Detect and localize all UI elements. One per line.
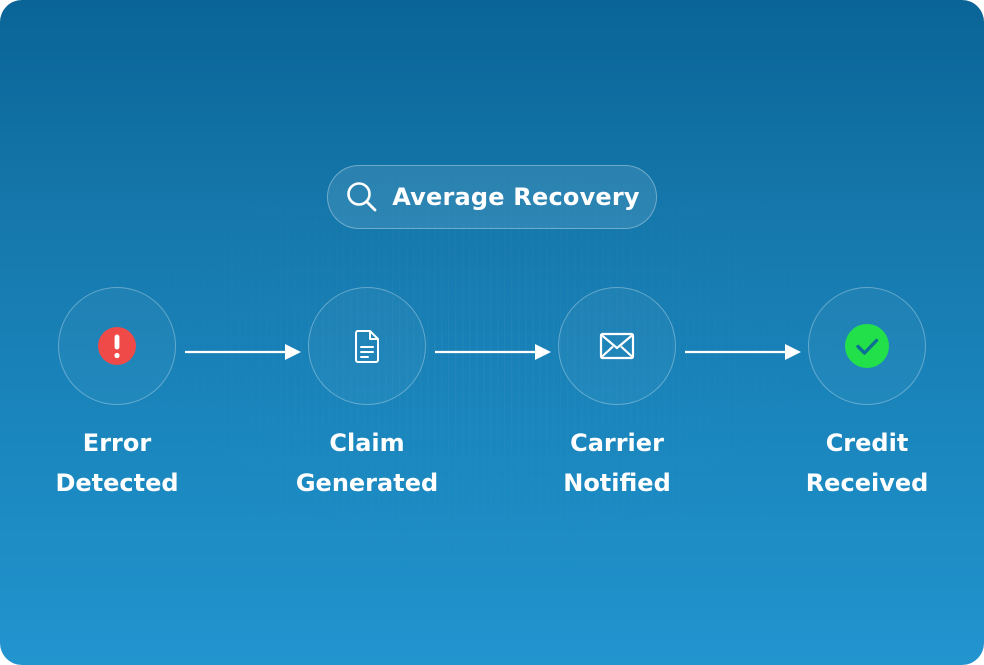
average-recovery-label: Average Recovery xyxy=(392,183,640,211)
step-carrier-notified-line1: Carrier xyxy=(570,429,664,457)
step-error-detected-line1: Error xyxy=(82,429,152,457)
step-claim-generated-line1: Claim xyxy=(329,429,405,457)
step-carrier-notified-line2: Notified xyxy=(563,469,671,497)
envelope-icon xyxy=(599,332,635,360)
step-error-detected-line2: Detected xyxy=(55,469,179,497)
error-alert-icon xyxy=(98,327,136,365)
step-claim-generated-label: Claim Generated xyxy=(282,423,452,503)
step-error-detected-label: Error Detected xyxy=(32,423,202,503)
step-credit-received-line1: Credit xyxy=(825,429,909,457)
arrow-right-icon xyxy=(185,344,301,360)
step-credit-received-line2: Received xyxy=(805,469,929,497)
arrow-right-icon xyxy=(685,344,801,360)
average-recovery-badge: Average Recovery xyxy=(327,165,657,229)
arrow-right-icon xyxy=(435,344,551,360)
step-credit-received-label: Credit Received xyxy=(782,423,952,503)
step-carrier-notified xyxy=(558,287,676,405)
step-claim-generated xyxy=(308,287,426,405)
step-carrier-notified-label: Carrier Notified xyxy=(532,423,702,503)
check-circle-icon xyxy=(845,324,889,368)
step-error-detected xyxy=(58,287,176,405)
step-claim-generated-line2: Generated xyxy=(295,469,439,497)
document-icon xyxy=(355,330,379,363)
search-icon xyxy=(347,182,377,212)
step-credit-received xyxy=(808,287,926,405)
